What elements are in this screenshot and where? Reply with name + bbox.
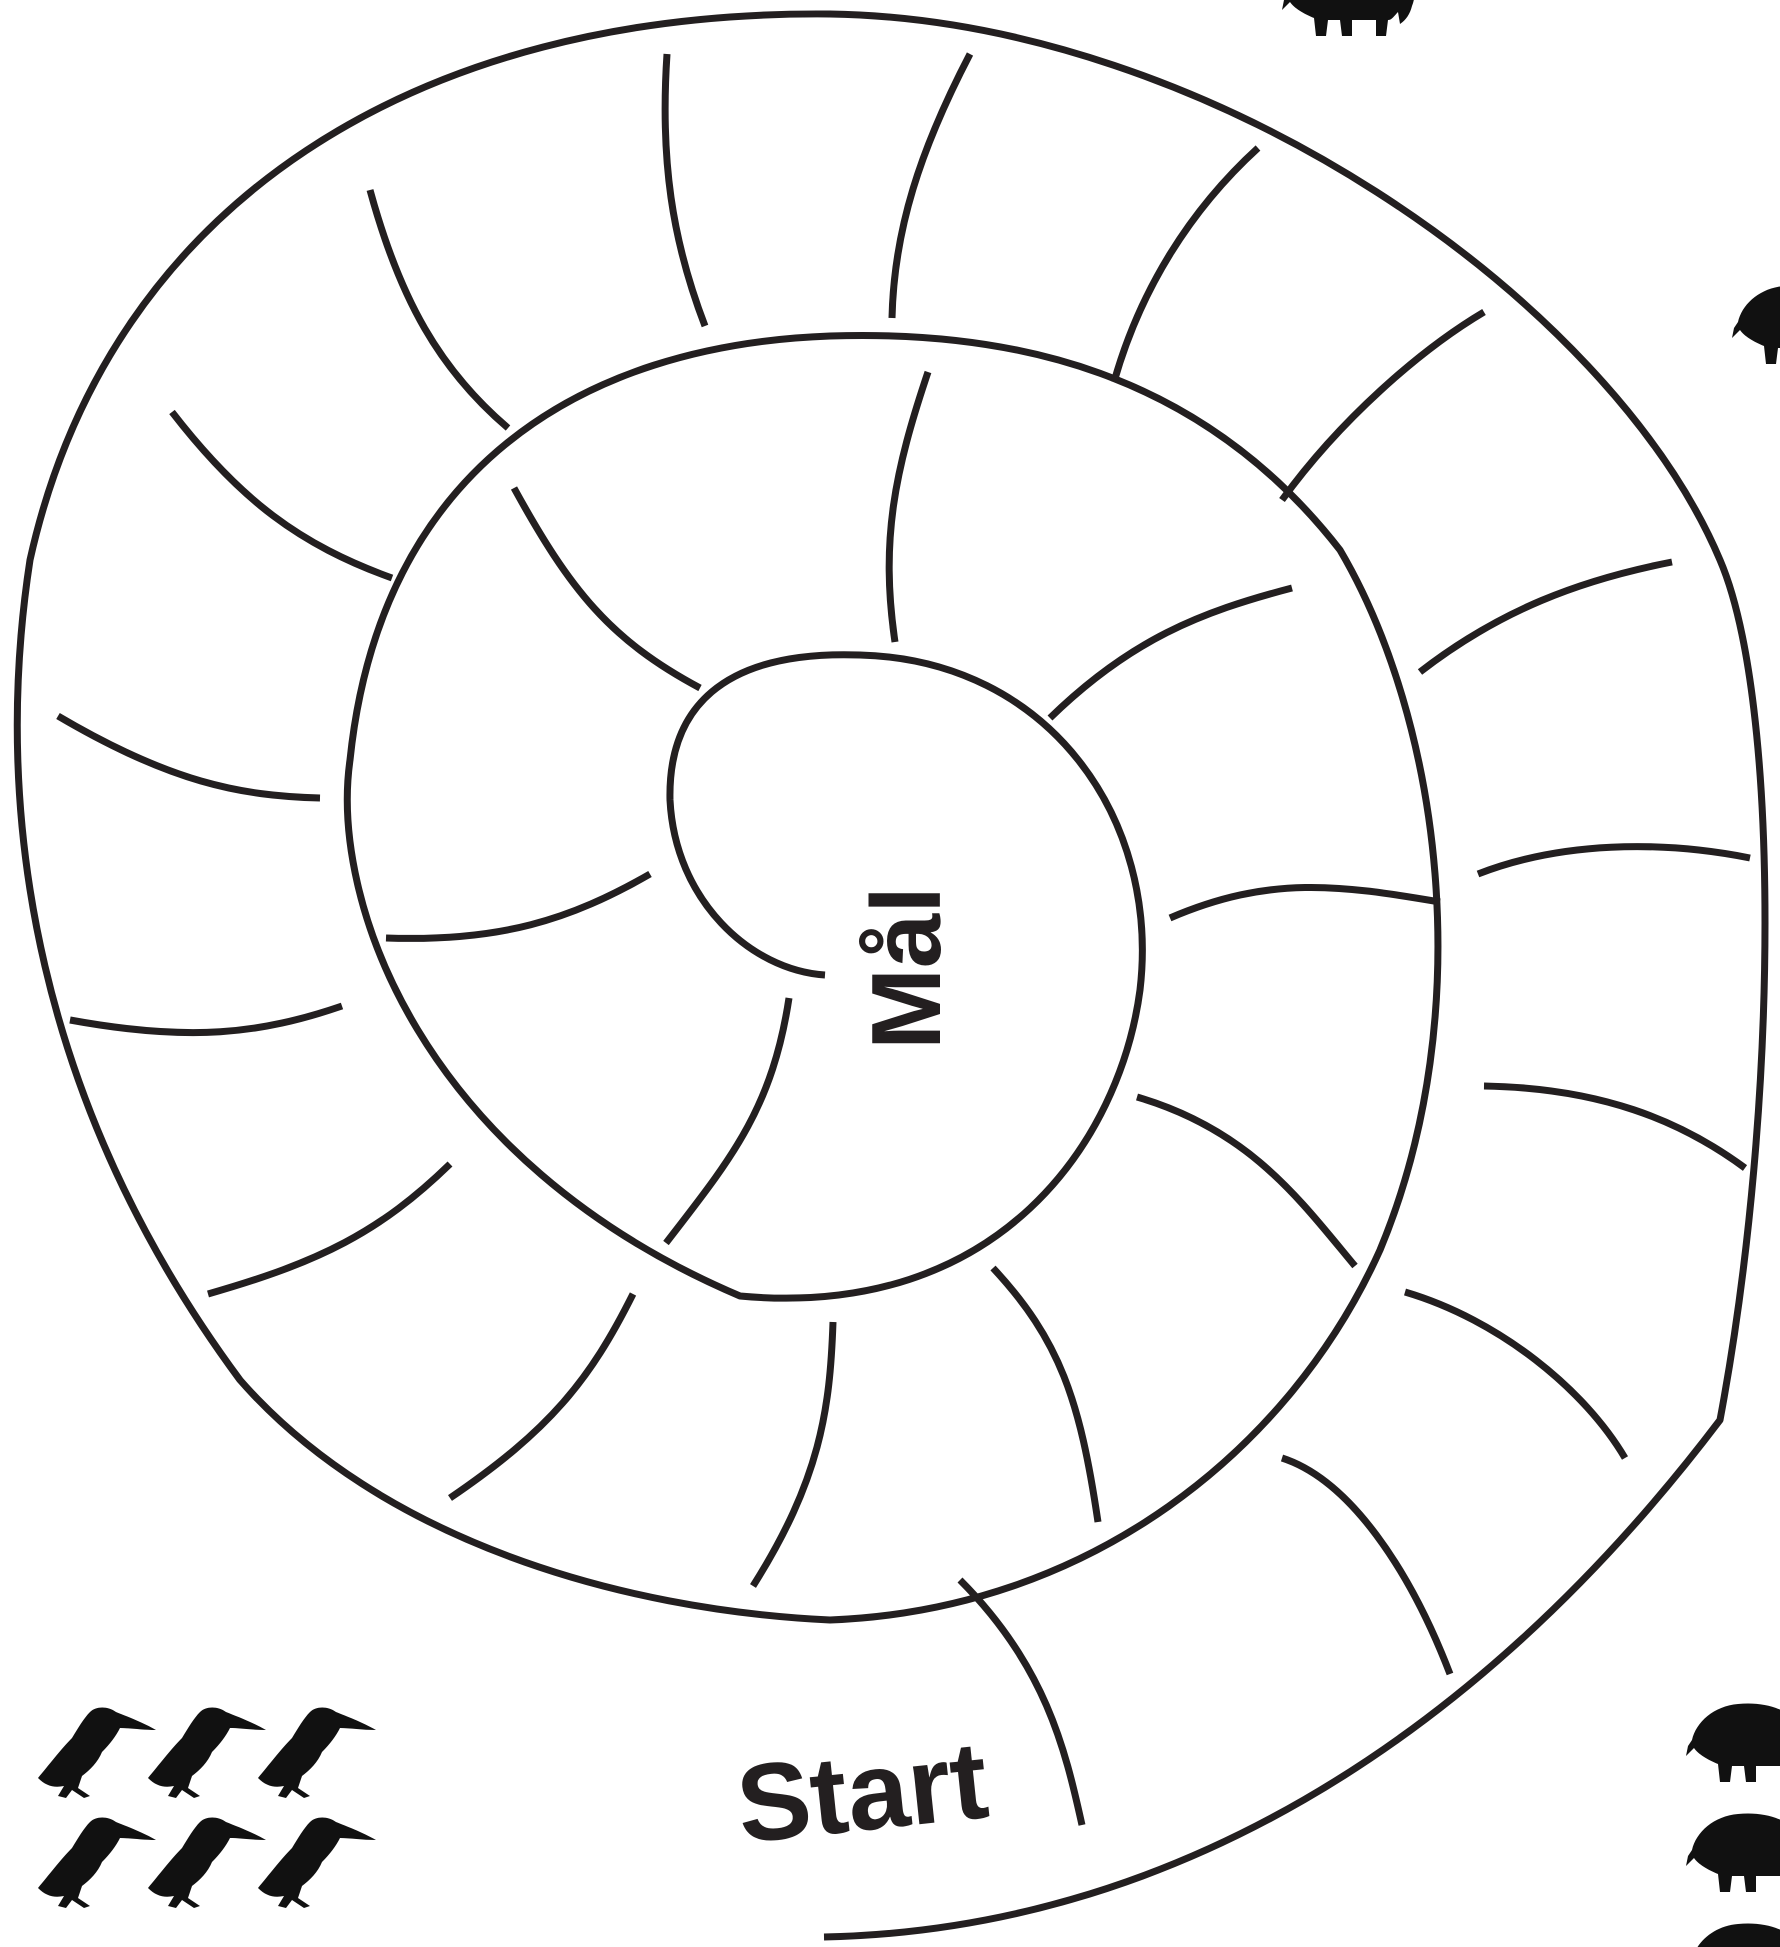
space-divider xyxy=(889,372,928,642)
space-divider xyxy=(1137,1097,1355,1266)
space-divider xyxy=(1170,887,1440,918)
elephant-icon xyxy=(1732,285,1780,364)
elephant-icon xyxy=(1282,0,1415,36)
space-divider xyxy=(1420,562,1672,672)
pelican-pieces xyxy=(38,1708,376,1909)
space-divider xyxy=(1405,1292,1625,1458)
space-divider xyxy=(993,1268,1098,1522)
space-divider xyxy=(386,874,650,938)
pelican-icon[interactable] xyxy=(148,1708,266,1799)
space-divider xyxy=(58,716,320,798)
space-divider xyxy=(666,998,789,1243)
space-divider xyxy=(665,54,705,326)
pelican-icon[interactable] xyxy=(258,1708,376,1799)
pelican-icon[interactable] xyxy=(38,1708,156,1799)
elephant-icon[interactable] xyxy=(1686,1813,1780,1892)
space-divider xyxy=(892,54,970,318)
pelican-icon[interactable] xyxy=(258,1818,376,1909)
space-divider xyxy=(514,488,700,688)
pelican-icon[interactable] xyxy=(148,1818,266,1909)
elephant-icon[interactable] xyxy=(1686,1923,1780,1947)
elephant-pieces xyxy=(1686,1703,1780,1947)
goal-label: Mål xyxy=(851,886,961,1049)
space-divider xyxy=(208,1164,450,1294)
start-label: Start xyxy=(731,1718,993,1867)
space-divider xyxy=(1282,1458,1450,1674)
elephant-icon[interactable] xyxy=(1686,1703,1780,1782)
space-divider xyxy=(1050,588,1292,718)
space-divider xyxy=(172,412,392,578)
space-divider xyxy=(370,190,508,428)
space-divider xyxy=(70,1006,342,1033)
space-divider xyxy=(1478,847,1750,874)
pelican-icon[interactable] xyxy=(38,1818,156,1909)
space-divider xyxy=(753,1322,833,1586)
space-divider xyxy=(1114,148,1258,382)
space-divider xyxy=(450,1294,633,1498)
space-divider xyxy=(1282,312,1484,500)
space-divider xyxy=(1484,1086,1745,1168)
